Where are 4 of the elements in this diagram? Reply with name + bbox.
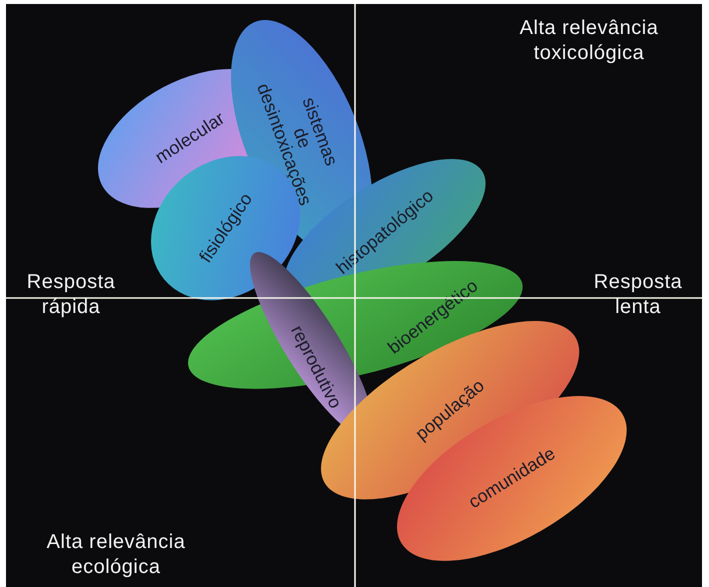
quadrant-label: Alta relevância toxicológica [518, 16, 660, 66]
quadrant-label: Resposta lenta [592, 270, 684, 320]
quadrant-label: Resposta rápida [26, 270, 116, 320]
quadrant-label: Alta relevância ecológica [46, 530, 186, 580]
